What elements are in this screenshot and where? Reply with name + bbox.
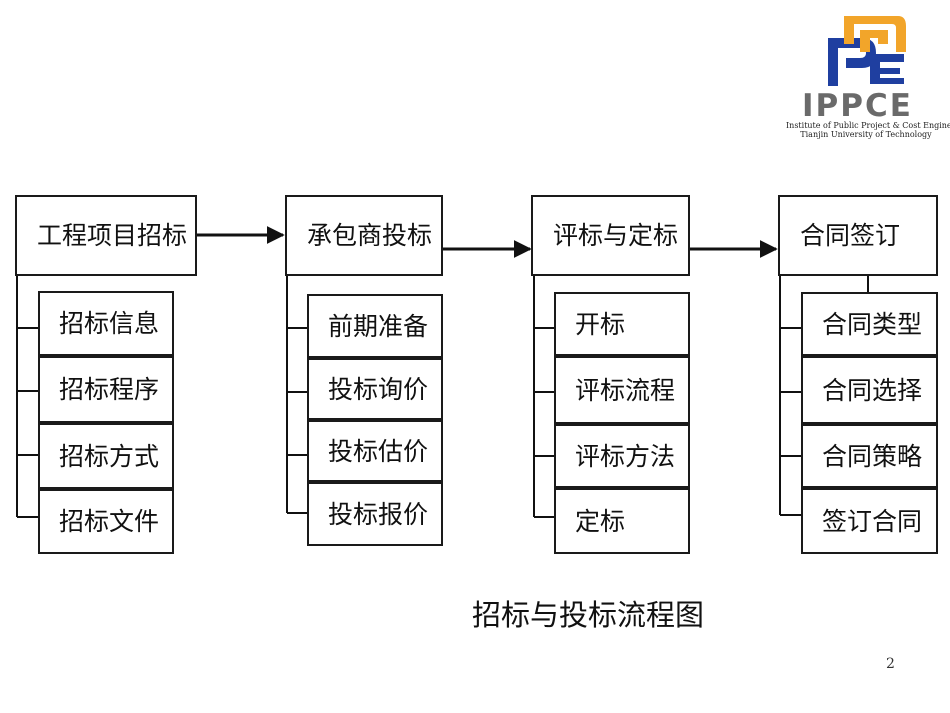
logo-blue-mark: [828, 38, 876, 86]
stage-3-item-1-text: 开标: [575, 309, 626, 339]
stage-3-item-2: 评标流程: [554, 356, 690, 424]
stage-4-title-text: 合同签订: [800, 221, 901, 250]
stage-4-item-4-text: 签订合同: [822, 506, 923, 536]
logo-subtitle-line-1: Institute of Public Project & Cost Engin…: [786, 121, 950, 130]
stage-4-item-1-text: 合同类型: [822, 309, 923, 339]
tree-connector-3: [533, 275, 556, 518]
stage-3-title-text: 评标与定标: [553, 221, 679, 250]
stage-2-item-2: 投标询价: [307, 358, 443, 420]
stage-3-item-3: 评标方法: [554, 424, 690, 488]
stage-1-item-1-text: 招标信息: [59, 309, 160, 338]
ippce-logo: IPPCE Institute of Public Project & Cost…: [780, 8, 950, 143]
stage-3-item-3-text: 评标方法: [575, 441, 676, 471]
stage-4-item-2: 合同选择: [801, 356, 938, 424]
tree-connector-4: [779, 275, 869, 516]
stage-1-item-1: 招标信息: [38, 291, 174, 356]
stage-2-item-3-text: 投标估价: [328, 436, 429, 466]
ippce-logo-mark: [828, 16, 906, 86]
stage-1-item-3-text: 招标方式: [59, 441, 160, 471]
stage-1-item-2: 招标程序: [38, 356, 174, 423]
stage-4-item-1: 合同类型: [801, 292, 938, 356]
stage-1-item-4-text: 招标文件: [59, 507, 160, 536]
stage-2-title-text: 承包商投标: [307, 221, 433, 250]
stage-4-item-2-text: 合同选择: [822, 375, 923, 405]
stage-3-item-2-text: 评标流程: [575, 375, 676, 405]
stage-2-item-1: 前期准备: [307, 294, 443, 358]
stage-2-item-1-text: 前期准备: [328, 311, 429, 341]
stage-4-item-4: 签订合同: [801, 488, 938, 554]
stage-2-item-3: 投标估价: [307, 420, 443, 482]
stage-2-item-4: 投标报价: [307, 482, 443, 546]
logo-wordmark: IPPCE: [802, 88, 913, 124]
tree-connector-2: [286, 275, 308, 514]
diagram-caption: 招标与投标流程图: [472, 598, 705, 632]
page-number: 2: [886, 656, 895, 672]
stage-4-title: 合同签订: [778, 195, 938, 276]
stage-3-item-4-text: 定标: [575, 506, 626, 536]
stage-4-item-3: 合同策略: [801, 424, 938, 488]
stage-1-item-2-text: 招标程序: [59, 375, 160, 404]
stage-2-item-2-text: 投标询价: [328, 374, 429, 404]
stage-1-item-3: 招标方式: [38, 423, 174, 489]
stage-4-item-3-text: 合同策略: [822, 441, 923, 471]
stage-1-title-text: 工程项目招标: [37, 221, 188, 250]
stage-3-title: 评标与定标: [531, 195, 690, 276]
tree-connector-1: [16, 275, 40, 518]
logo-orange-inner: [860, 30, 888, 52]
logo-subtitle-line-2: Tianjin University of Technology: [800, 130, 932, 139]
stage-1-title: 工程项目招标: [15, 195, 197, 276]
stage-2-title: 承包商投标: [285, 195, 443, 276]
logo-e-mark: [870, 54, 904, 84]
stage-3-item-1: 开标: [554, 292, 690, 356]
stage-1-item-4: 招标文件: [38, 489, 174, 554]
stage-3-item-4: 定标: [554, 488, 690, 554]
logo-orange-mark: [844, 16, 906, 52]
stage-2-item-4-text: 投标报价: [328, 499, 429, 529]
